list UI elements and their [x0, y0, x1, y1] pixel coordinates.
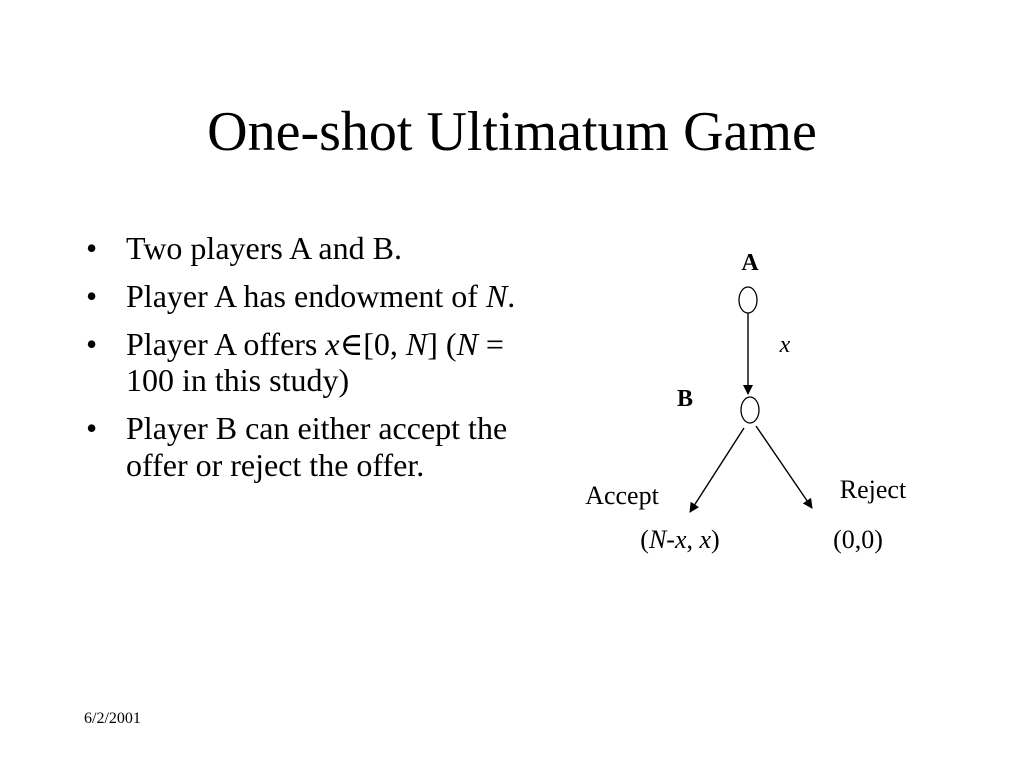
offer-label: x	[779, 332, 791, 358]
bullet-marker: •	[86, 410, 98, 447]
reject-payoff: (0,0)	[833, 525, 883, 554]
node-b-label: B	[677, 386, 693, 412]
bullet-marker: •	[86, 325, 98, 362]
bullet-marker: •	[86, 230, 98, 266]
bullet-list: • Two players A and B. • Player A has endow…	[84, 230, 534, 495]
reject-label: Reject	[840, 475, 907, 504]
bullet-text-part: Player B can either accept the offer or …	[126, 410, 508, 483]
bullet-item: • Player A has endowment of N.	[84, 278, 534, 315]
game-tree-diagram: A x B Accept Reject (N-x, x) (0,0)	[585, 250, 907, 554]
accept-edge-arrow	[689, 427, 745, 513]
bullet-text-part: x	[325, 325, 340, 362]
bullet-item: • Player B can either accept the offer or…	[84, 410, 534, 484]
node-b	[740, 396, 760, 424]
node-a-label: A	[741, 250, 759, 276]
bullet-text-part: = 100 in this study)	[126, 325, 504, 399]
bullet-text-part: N	[405, 325, 428, 362]
bullet-text-part: Player A has endowment of	[126, 277, 486, 314]
bullet-text-part: .	[507, 277, 516, 314]
reject-edge-arrow	[755, 425, 813, 509]
bullet-text-part: N	[485, 277, 508, 314]
slide-title: One-shot Ultimatum Game	[207, 101, 817, 163]
bullet-item: • Player A offers x∈[0, N] (N = 100 in th…	[84, 326, 534, 400]
bullet-text-part: Two players A and B.	[126, 230, 402, 266]
bullet-text-part: Player A offers	[126, 325, 326, 362]
bullet-text-part: ] (	[427, 325, 457, 362]
bullet-text-part: ∈[0,	[339, 325, 406, 362]
bullet-text-part: N	[456, 325, 478, 362]
accept-label: Accept	[585, 481, 659, 510]
bullet-marker: •	[86, 277, 98, 314]
node-a	[738, 286, 758, 314]
slide-date: 6/2/2001	[84, 710, 141, 727]
accept-payoff: (N-x, x)	[640, 525, 719, 554]
bullet-item: • Two players A and B.	[84, 230, 534, 267]
